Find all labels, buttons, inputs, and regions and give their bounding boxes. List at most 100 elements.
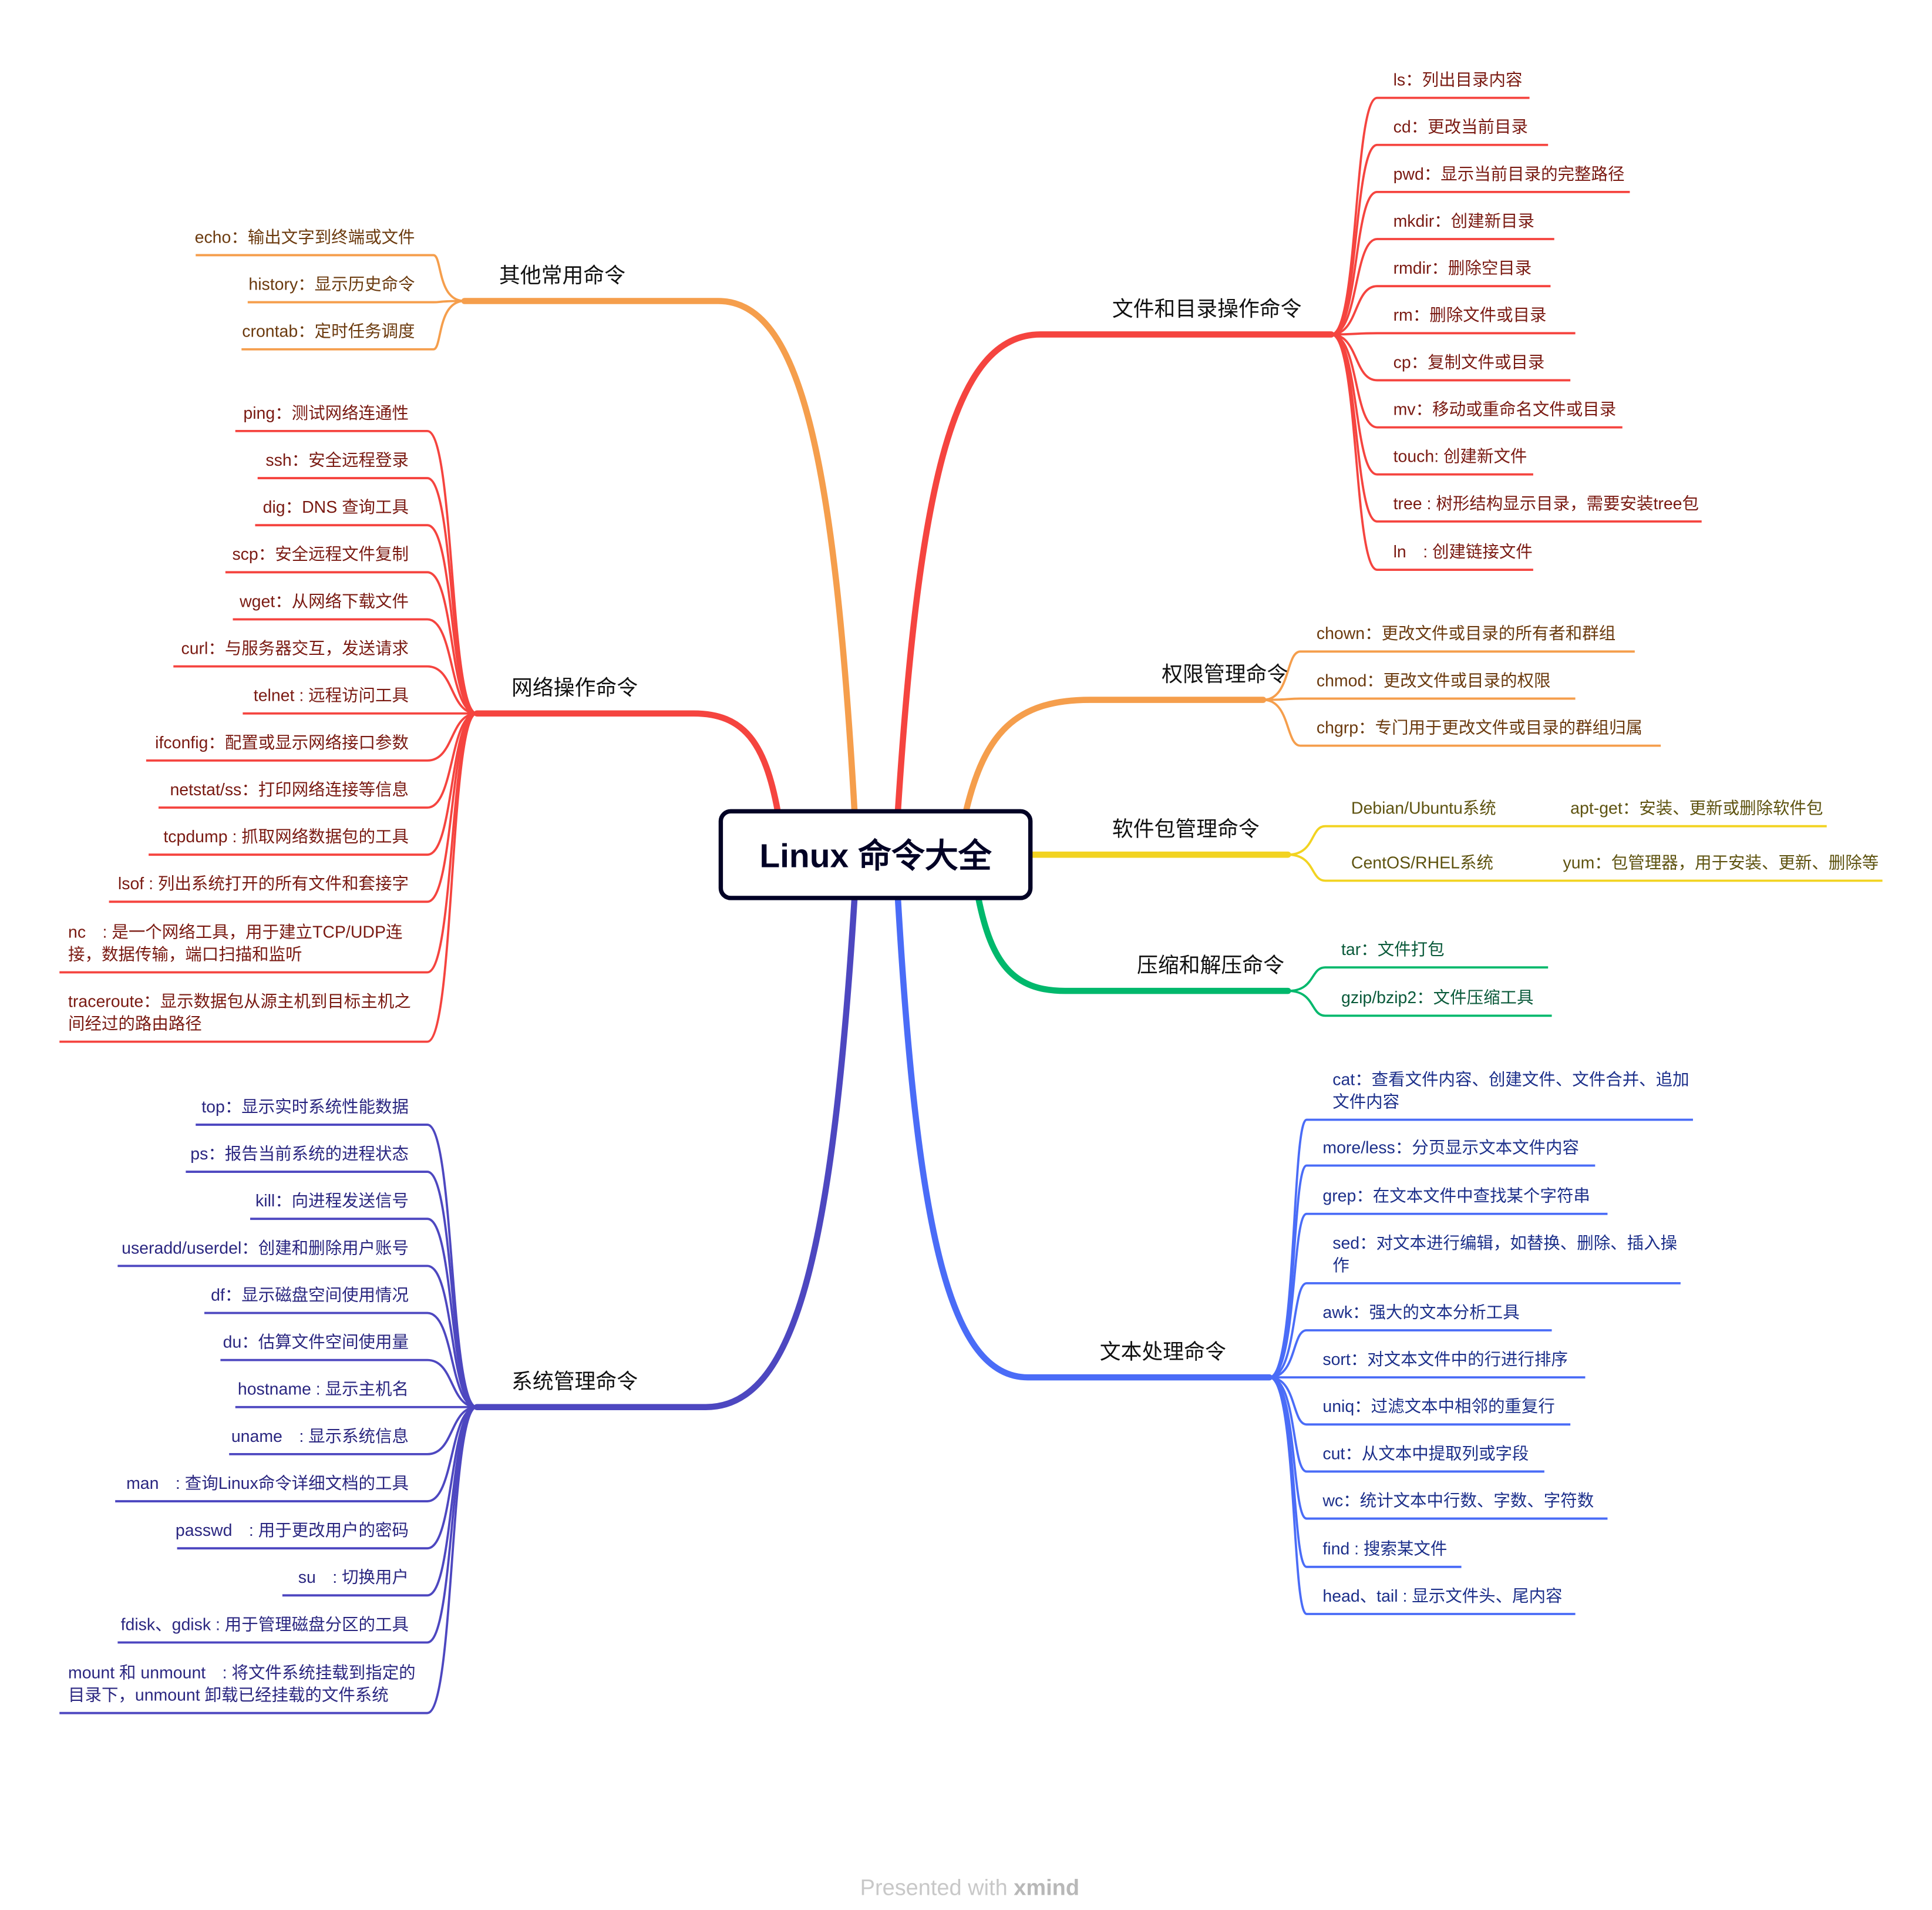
leaf-item[interactable]: chmod：更改文件或目录的权限	[1317, 671, 1551, 690]
leaf-item[interactable]: scp：安全远程文件复制	[232, 545, 409, 564]
leaf-item[interactable]: top：显示实时系统性能数据	[201, 1098, 409, 1117]
leaf-item[interactable]: 接，数据传输，端口扫描和监听	[68, 945, 302, 964]
branch-topic-compress[interactable]: 压缩和解压命令	[1137, 954, 1284, 977]
leaf-detail[interactable]: yum：包管理器，用于安装、更新、删除等	[1563, 853, 1879, 872]
leaf-item[interactable]: useradd/userdel：创建和删除用户账号	[122, 1239, 409, 1257]
leaf-connector	[1331, 333, 1571, 382]
leaf-connector	[1288, 990, 1552, 1017]
leaf-item[interactable]: history：显示历史命令	[248, 275, 415, 294]
leaf-connector	[204, 1312, 477, 1408]
leaf-connector	[173, 665, 477, 715]
leaf-item[interactable]: tar：文件打包	[1341, 940, 1445, 959]
leaf-connector	[1288, 853, 1883, 882]
leaf-item[interactable]: traceroute：显示数据包从源主机到目标主机之	[68, 993, 411, 1011]
leaf-item[interactable]: cat：查看文件内容、创建文件、文件合并、追加	[1332, 1070, 1689, 1089]
leaf-item[interactable]: cut：从文本中提取列或字段	[1322, 1444, 1529, 1463]
leaf-connector	[1331, 143, 1549, 336]
central-topic-title: Linux 命令大全	[759, 837, 992, 875]
leaf-system[interactable]: CentOS/RHEL系统	[1351, 853, 1493, 872]
leaf-item[interactable]: mkdir：创建新目录	[1394, 212, 1534, 231]
leaf-item[interactable]: sort：对文本文件中的行进行排序	[1322, 1350, 1568, 1369]
leaf-item[interactable]: tcpdump : 抓取网络数据包的工具	[163, 828, 409, 846]
leaf-item[interactable]: cd：更改当前目录	[1394, 118, 1528, 137]
branch-topic-file-dir[interactable]: 文件和目录操作命令	[1112, 297, 1302, 321]
leaf-item[interactable]: telnet : 远程访问工具	[254, 687, 409, 705]
leaf-item[interactable]: df：显示磁盘空间使用情况	[211, 1286, 409, 1304]
branch-connector	[461, 298, 858, 815]
leaf-item[interactable]: ping：测试网络连通性	[243, 404, 409, 423]
leaf-item[interactable]: netstat/ss：打印网络连接等信息	[170, 781, 409, 799]
leaf-connector	[1331, 333, 1533, 571]
leaf-connector	[233, 618, 477, 715]
branch-topic-network[interactable]: 网络操作命令	[511, 676, 638, 700]
leaf-item[interactable]: ps：报告当前系统的进程状态	[190, 1145, 409, 1164]
branch-connector	[975, 895, 1291, 994]
central-topic[interactable]: Linux 命令大全	[718, 809, 1033, 900]
central-topic-box	[718, 809, 1033, 900]
leaf-item[interactable]: echo：输出文字到终端或文件	[195, 228, 415, 247]
leaf-item[interactable]: 目录下，unmount 卸载已经挂载的文件系统	[68, 1686, 389, 1705]
branch-compress	[975, 895, 1552, 1017]
leaf-item[interactable]: dig：DNS 查询工具	[263, 498, 409, 517]
leaf-item[interactable]: man : 查询Linux命令详细文档的工具	[126, 1474, 409, 1493]
leaf-item[interactable]: lsof : 列出系统打开的所有文件和套接字	[118, 875, 409, 893]
leaf-item[interactable]: ls：列出目录内容	[1394, 71, 1523, 90]
leaf-connector	[220, 1358, 477, 1408]
leaf-item[interactable]: pwd：显示当前目录的完整路径	[1394, 165, 1625, 184]
leaf-item[interactable]: awk：强大的文本分析工具	[1322, 1303, 1519, 1322]
leaf-item[interactable]: du：估算文件空间使用量	[223, 1333, 409, 1352]
leaf-item[interactable]: fdisk、gdisk : 用于管理磁盘分区的工具	[121, 1615, 409, 1634]
leaf-item[interactable]: mount 和 unmount : 将文件系统挂载到指定的	[68, 1664, 416, 1683]
branch-connector	[894, 331, 1335, 815]
leaf-item[interactable]: 间经过的路由路径	[68, 1015, 202, 1034]
leaf-item[interactable]: grep：在文本文件中查找某个字符串	[1322, 1187, 1590, 1206]
leaf-item[interactable]: wc：统计文本中行数、字数、字符数	[1322, 1491, 1594, 1510]
branch-topic-other[interactable]: 其他常用命令	[499, 264, 625, 287]
leaf-item[interactable]: head、tail : 显示文件头、尾内容	[1322, 1587, 1562, 1606]
leaf-connector	[1331, 332, 1576, 336]
leaf-item[interactable]: rm：删除文件或目录	[1394, 306, 1547, 325]
leaf-item[interactable]: chown：更改文件或目录的所有者和群组	[1317, 624, 1615, 643]
leaf-item[interactable]: 作	[1332, 1256, 1349, 1275]
leaf-item[interactable]: sed：对文本进行编辑，如替换、删除、插入操	[1332, 1234, 1677, 1253]
leaf-item[interactable]: touch: 创建新文件	[1394, 448, 1527, 466]
leaf-connector	[1331, 285, 1551, 336]
leaf-item[interactable]: find : 搜索某文件	[1322, 1540, 1447, 1559]
leaf-item[interactable]: passwd : 用于更改用户的密码	[176, 1521, 409, 1540]
branch-topic-system[interactable]: 系统管理命令	[511, 1370, 638, 1393]
leaf-connector	[250, 1218, 477, 1408]
leaf-connector	[146, 712, 477, 762]
leaf-item[interactable]: ln : 创建链接文件	[1394, 543, 1533, 561]
leaf-item[interactable]: mv：移动或重命名文件或目录	[1394, 400, 1617, 419]
leaf-item[interactable]: nc : 是一个网络工具，用于建立TCP/UDP连	[68, 923, 402, 941]
leaf-item[interactable]: gzip/bzip2：文件压缩工具	[1341, 988, 1533, 1007]
leaf-item[interactable]: chgrp：专门用于更改文件或目录的群组归属	[1317, 718, 1642, 737]
leaf-item[interactable]: ssh：安全远程登录	[265, 451, 409, 470]
leaf-item[interactable]: su : 切换用户	[298, 1568, 409, 1587]
branch-topic-text[interactable]: 文本处理命令	[1100, 1340, 1226, 1364]
leaf-connector	[196, 254, 465, 302]
leaf-item[interactable]: wget：从网络下载文件	[239, 592, 409, 611]
leaf-item[interactable]: hostname : 显示主机名	[238, 1380, 409, 1399]
leaf-connector	[117, 1265, 477, 1408]
leaf-item[interactable]: ifconfig：配置或显示网络接口参数	[155, 734, 409, 752]
leaf-item[interactable]: crontab：定时任务调度	[242, 322, 415, 341]
branch-connector	[473, 895, 858, 1411]
leaf-connector	[158, 712, 477, 809]
leaf-item[interactable]: rmdir：删除空目录	[1394, 259, 1532, 278]
leaf-detail[interactable]: apt-get：安装、更新或删除软件包	[1570, 799, 1823, 818]
branch-topic-package[interactable]: 软件包管理命令	[1112, 818, 1260, 841]
branch-topic-permission[interactable]: 权限管理命令	[1162, 663, 1288, 686]
leaf-connector	[1269, 1376, 1544, 1473]
leaf-item[interactable]: tree : 树形结构显示目录，需要安装tree包	[1394, 495, 1699, 513]
leaf-item[interactable]: curl：与服务器交互，发送请求	[181, 640, 408, 658]
leaf-item[interactable]: uniq：过滤文本中相邻的重复行	[1322, 1397, 1554, 1416]
leaf-item[interactable]: 文件内容	[1332, 1092, 1399, 1111]
leaf-item[interactable]: kill：向进程发送信号	[255, 1192, 409, 1210]
leaf-system[interactable]: Debian/Ubuntu系统	[1351, 799, 1496, 818]
leaf-item[interactable]: more/less：分页显示文本文件内容	[1322, 1138, 1579, 1157]
leaf-item[interactable]: uname : 显示系统信息	[231, 1427, 409, 1446]
leaf-item[interactable]: cp：复制文件或目录	[1394, 353, 1545, 372]
